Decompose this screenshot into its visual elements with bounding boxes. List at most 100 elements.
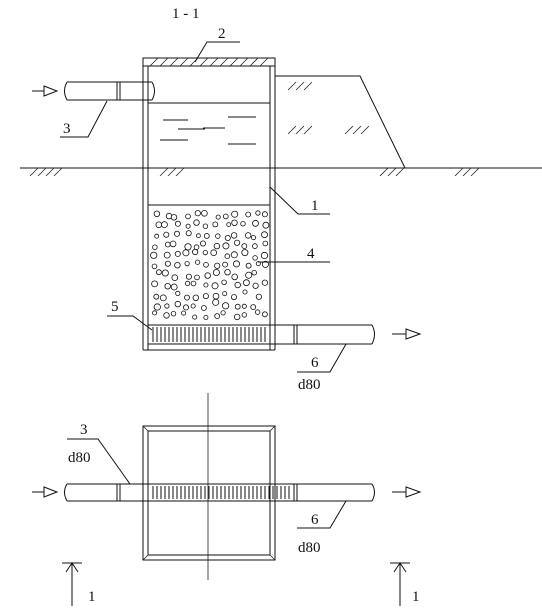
gravel-stone <box>195 259 201 265</box>
gravel-stone <box>242 279 250 287</box>
gravel-stone <box>184 294 190 301</box>
gravel-stone <box>250 304 257 311</box>
gravel-stone <box>164 260 171 267</box>
gravel-stone <box>255 293 262 300</box>
gravel-stone <box>192 248 199 256</box>
callout-1-label: 1 <box>311 198 319 214</box>
earth-mound <box>275 75 406 169</box>
gravel-stone <box>215 214 221 220</box>
gravel-stone <box>210 249 218 257</box>
gravel-stone <box>242 289 248 295</box>
gravel-stone <box>213 242 221 250</box>
callout-5-label: 5 <box>111 299 119 315</box>
gravel-stone <box>194 274 200 281</box>
gravel-stone <box>174 220 181 227</box>
well-cover <box>142 57 276 67</box>
gravel-stone <box>241 303 247 309</box>
outlet-pipe <box>148 324 375 345</box>
gravel-stone <box>250 235 256 241</box>
gravel-stone <box>261 231 268 239</box>
gravel-stone <box>230 232 238 239</box>
callout-5: 5 <box>107 299 153 331</box>
gravel-stone <box>234 303 241 310</box>
plan-callout-6: 6 d80 <box>297 500 347 556</box>
outflow-arrow <box>392 328 422 340</box>
gravel-stone <box>185 213 191 220</box>
gravel-stone <box>161 269 169 277</box>
gravel-stone <box>212 268 220 276</box>
callout-6: 6 d80 <box>297 343 347 393</box>
gravel-stone <box>224 269 231 276</box>
gravel-stone <box>195 233 201 239</box>
plan-outer-wall <box>142 425 276 561</box>
gravel-stone <box>181 310 187 316</box>
gravel-stone <box>202 250 208 256</box>
gravel-stone <box>192 294 199 301</box>
gravel-stone <box>262 240 269 247</box>
gravel-stone <box>222 291 228 297</box>
gravel-stone <box>152 310 158 316</box>
gravel-stone <box>170 311 177 317</box>
gravel-stone <box>160 221 168 229</box>
gravel-stone <box>185 230 192 237</box>
gravel-stone <box>245 262 252 269</box>
gravel-stone <box>261 311 268 318</box>
gravel-stone <box>226 222 232 228</box>
gravel-stone <box>173 230 180 237</box>
gravel-stone <box>241 243 248 250</box>
gravel-stone <box>262 221 270 229</box>
gravel-stone <box>152 244 158 250</box>
gravel-stone <box>231 219 238 226</box>
gravel-stone <box>163 231 170 238</box>
gravel-stone <box>241 312 247 318</box>
callout-4-label: 4 <box>307 246 315 262</box>
gravel-stone <box>169 240 177 248</box>
plan-perforated-drain <box>152 486 290 499</box>
gravel-stone <box>174 250 181 257</box>
inflow-arrow <box>32 85 59 97</box>
gravel-stone <box>203 232 210 239</box>
gravel-stone <box>153 210 161 217</box>
gravel-stone <box>231 273 239 281</box>
gravel-stone <box>174 300 181 308</box>
gravel-stone <box>215 233 221 239</box>
gravel-stone <box>252 282 259 289</box>
plan-inner-wall <box>147 430 271 556</box>
gravel-stone <box>184 243 192 251</box>
section-title: 1 - 1 <box>172 6 200 22</box>
gravel-stone <box>230 294 237 301</box>
gravel-stone <box>159 294 167 302</box>
gravel-stone <box>220 310 226 316</box>
gravel-stone <box>231 210 239 218</box>
gravel-stone <box>192 314 198 320</box>
gravel-stone <box>211 282 219 290</box>
gravel-stone <box>234 281 241 289</box>
gravel-stone <box>261 260 269 268</box>
gravel-stone <box>193 244 200 251</box>
cut-label-right: 1 <box>412 589 420 605</box>
gravel-stone <box>185 223 191 229</box>
cut-label-left: 1 <box>88 589 96 605</box>
gravel-stone <box>254 309 261 315</box>
gravel-stone <box>204 272 211 279</box>
gravel-stone <box>185 280 191 286</box>
callout-6-diameter: d80 <box>298 377 321 393</box>
gravel-stone <box>201 210 208 217</box>
gravel-stone <box>170 283 178 291</box>
cut-marker-left: 1 <box>62 562 96 606</box>
gravel-stone <box>234 239 241 246</box>
gravel-stone <box>214 262 221 269</box>
gravel-stone <box>194 210 201 217</box>
gravel-stone <box>150 251 158 259</box>
gravel-stone <box>252 243 258 249</box>
plan-inflow-arrow <box>32 486 59 498</box>
section-view: 1 - 1 <box>20 6 542 393</box>
callout-3: 3 <box>60 100 108 138</box>
cut-marker-right: 1 <box>390 562 420 606</box>
gravel-stone <box>202 223 209 229</box>
gravel-stone <box>245 211 252 218</box>
perforated-drain <box>152 327 266 342</box>
gravel-stone <box>222 261 229 268</box>
gravel-stone <box>174 262 181 269</box>
